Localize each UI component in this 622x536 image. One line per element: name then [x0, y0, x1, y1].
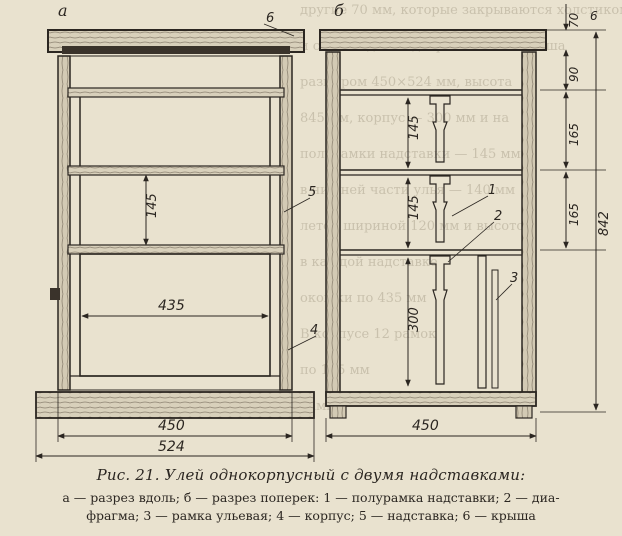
frame-bar-3 [67, 244, 285, 255]
hive-wall-b-left [325, 51, 341, 397]
background-text-line: леток шириной 120 мм и высотой [300, 219, 533, 234]
part-label-6-b: 6 [590, 9, 598, 23]
part-label-6-a: 6 [266, 11, 274, 26]
part-label-2: 2 [494, 209, 502, 224]
view-b-cross-section: б 6 145 145 300 1 2 [319, 1, 612, 442]
part-label-1: 1 [488, 183, 496, 198]
hive-body-wall-left [57, 55, 71, 391]
dim-a-435: 435 [158, 298, 185, 314]
frame-bar-1 [67, 87, 285, 98]
dim-b-145-mid: 145 [407, 195, 422, 220]
dim-a-450: 450 [158, 418, 185, 434]
part-label-4: 4 [310, 323, 318, 338]
dim-a-524: 524 [158, 439, 185, 455]
background-text-line: в каждой надставке [300, 255, 438, 270]
background-text-line: другие 70 мм, которые закрываются холсти… [300, 3, 622, 18]
background-text-line: размером 450×524 мм, высота [300, 75, 512, 90]
hive-body-wall-right [279, 55, 293, 391]
view-a-label: а [58, 1, 68, 20]
dim-a-145: 145 [145, 193, 160, 218]
dim-b-300: 300 [407, 307, 422, 332]
diaphragm [477, 255, 487, 389]
dim-b-450: 450 [412, 418, 439, 434]
dim-right-90: 90 [567, 66, 581, 82]
background-text-line: 845 мм, корпус — 300 мм и на [300, 111, 509, 126]
figure-legend-line-1: а — разрез вдоль; б — разрез поперек: 1 … [62, 490, 560, 505]
dim-b-145-top: 145 [407, 115, 422, 140]
dim-right-165-top: 165 [567, 123, 581, 146]
half-frame-section-top [429, 95, 451, 163]
dim-right-70: 70 [567, 12, 581, 28]
hive-wall-b-right [521, 51, 537, 397]
figure-legend-line-2: фрагма; 3 — рамка ульевая; 4 — корпус; 5… [86, 508, 536, 523]
dim-right-165-bot: 165 [567, 203, 581, 226]
half-frame-section-mid [429, 175, 451, 243]
hive-frame-section [429, 255, 451, 385]
dim-right-842: 842 [597, 211, 612, 236]
hive-bottom-a [35, 391, 315, 419]
roof-b [319, 29, 547, 51]
view-b-label: б [334, 1, 344, 20]
part-label-3: 3 [510, 271, 518, 286]
part-label-5: 5 [308, 185, 316, 200]
view-a-longitudinal-section: а 145 435 450 524 [35, 1, 318, 462]
figure-caption-title: Рис. 21. Улей однокорпусный с двумя надс… [96, 466, 526, 484]
frame-bar-2 [67, 165, 285, 176]
hive-bottom-b [325, 391, 537, 407]
